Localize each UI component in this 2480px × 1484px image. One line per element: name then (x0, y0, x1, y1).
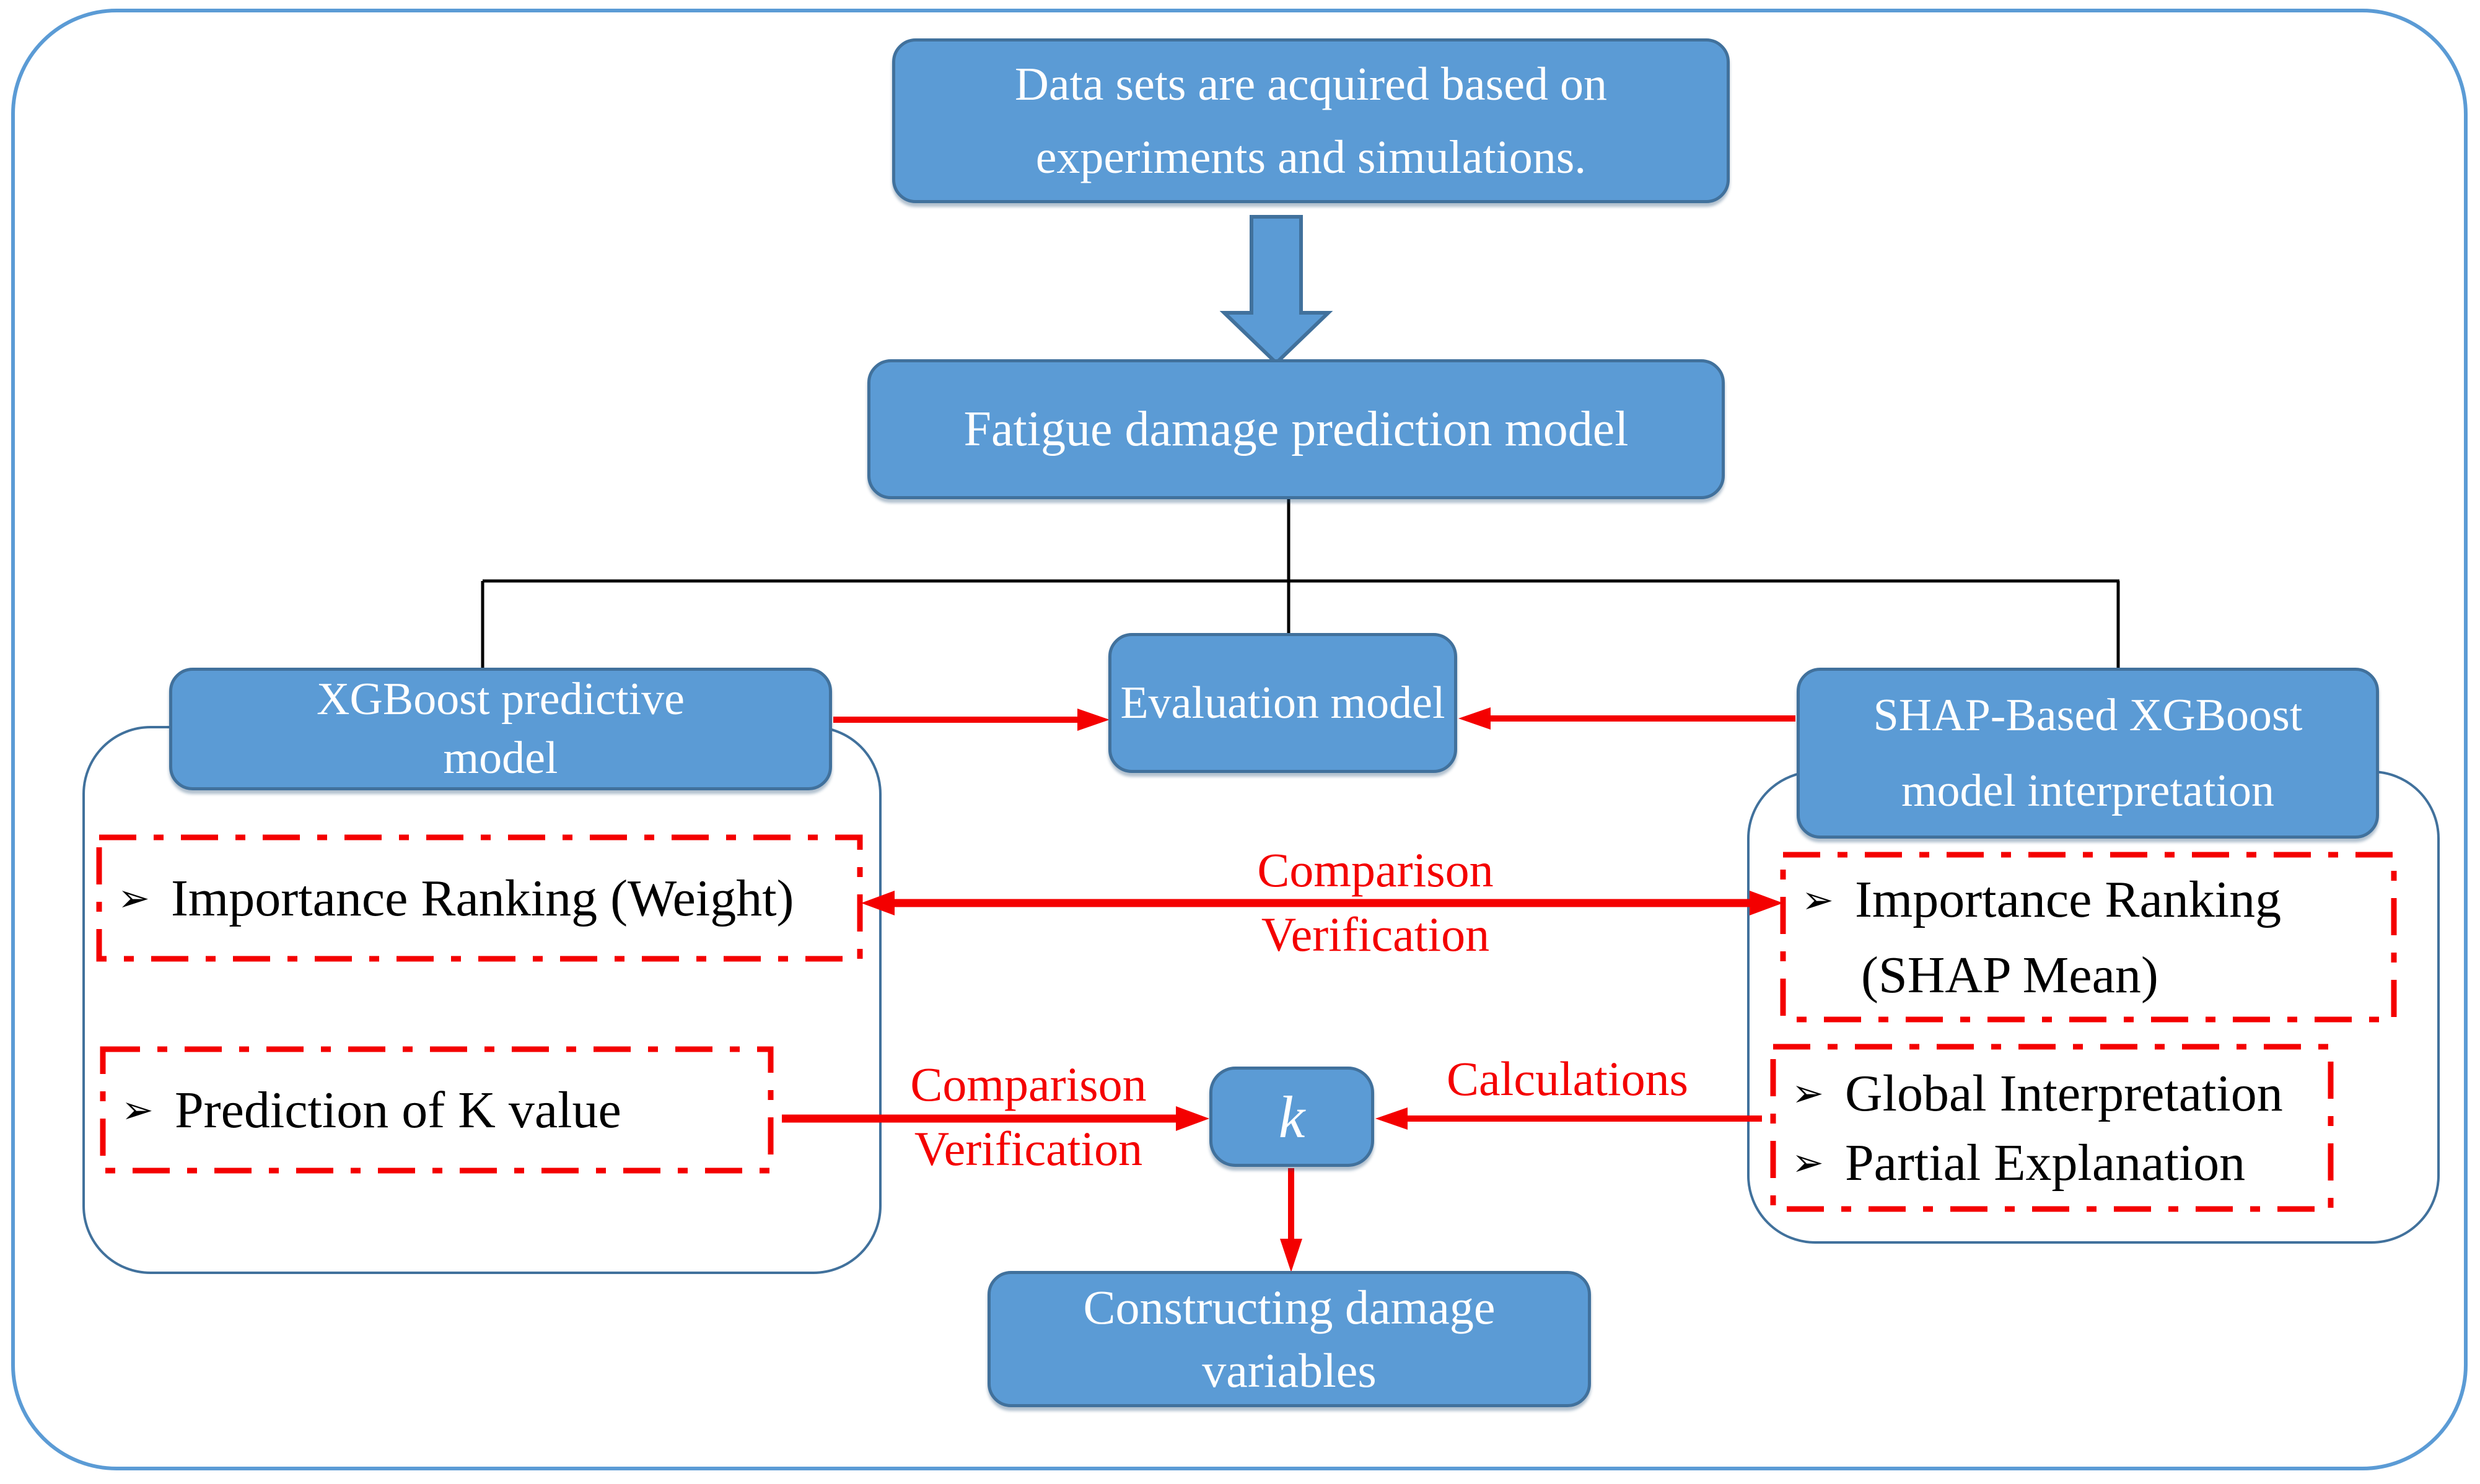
node-evaluation-model-label: Evaluation model (1120, 678, 1445, 728)
arrowhead-bullet-icon: ➢ (1802, 877, 1834, 922)
node-shap-interpretation-label: SHAP-Based XGBoost model interpretation (1873, 690, 2303, 816)
list-item-label: Prediction of K value (174, 1081, 621, 1139)
list-item-label: Importance Ranking (Weight) (170, 869, 794, 927)
node-data-acquisition: Data sets are acquired based on experime… (892, 38, 1730, 203)
edge-label-comparison-verification-bottom: Comparison Verification (805, 1052, 1251, 1181)
node-xgboost-model: XGBoost predictive model (169, 668, 832, 790)
edge-label-comparison-verification-top: Comparison Verification (1134, 838, 1617, 967)
list-importance-weight: ➢ Importance Ranking (Weight) (118, 837, 855, 959)
arrow-kprediction-to-k-head (1176, 1106, 1209, 1131)
list-global-partial: ➢ Global Interpretation ➢ Partial Explan… (1792, 1049, 2331, 1207)
outer-border-frame (11, 9, 2468, 1470)
list-item-continuation: (SHAP Mean) (1802, 938, 2390, 1013)
node-shap-interpretation: SHAP-Based XGBoost model interpretation (1797, 668, 2379, 839)
arrow-shap-to-evaluation-head (1458, 707, 1491, 730)
list-prediction-k: ➢ Prediction of K value (121, 1049, 766, 1171)
arrowhead-bullet-icon: ➢ (121, 1087, 154, 1132)
list-item: ➢ Importance Ranking (Weight) (118, 868, 855, 928)
arrowhead-bullet-icon: ➢ (118, 875, 150, 920)
edge-label-line: Verification (1261, 907, 1490, 961)
dashed-box-prediction-k (100, 1046, 774, 1174)
node-xgboost-model-label: XGBoost predictive model (317, 674, 685, 783)
node-constructing-variables: Constructing damage variables (988, 1271, 1591, 1407)
node-evaluation-model: Evaluation model (1108, 633, 1457, 773)
arrowhead-bullet-icon: ➢ (1792, 1070, 1824, 1115)
list-item: ➢ Partial Explanation (1792, 1128, 2331, 1197)
list-importance-shap: ➢ Importance Ranking (SHAP Mean) (1802, 860, 2390, 1016)
arrowhead-bullet-icon: ➢ (1792, 1140, 1824, 1185)
edge-label-line: Calculations (1447, 1052, 1688, 1106)
node-k-value: k (1209, 1067, 1374, 1167)
edge-label-calculations: Calculations (1388, 1048, 1747, 1110)
dashed-box-importance-shap (1780, 852, 2397, 1023)
list-item: ➢ Global Interpretation (1792, 1058, 2331, 1128)
node-fatigue-model: Fatigue damage prediction model (867, 359, 1725, 499)
list-item: ➢ Importance Ranking (1802, 862, 2390, 938)
node-constructing-variables-label: Constructing damage variables (1083, 1280, 1496, 1397)
arrow-comparison-top-right-head (1750, 891, 1783, 915)
arrow-xgboost-to-evaluation-head (1077, 709, 1110, 731)
arrow-k-to-constructing-head (1280, 1239, 1302, 1272)
list-item: ➢ Prediction of K value (121, 1080, 766, 1140)
list-item-label: (SHAP Mean) (1861, 946, 2158, 1004)
list-item-label: Global Interpretation (1844, 1064, 2283, 1122)
node-fatigue-model-label: Fatigue damage prediction model (963, 402, 1629, 456)
arrow-calculations-to-k-head (1375, 1107, 1408, 1130)
list-item-label: Partial Explanation (1844, 1133, 2246, 1192)
edge-label-line: Comparison (910, 1057, 1147, 1111)
node-data-acquisition-label: Data sets are acquired based on experime… (1015, 58, 1607, 183)
arrow-comparison-top-left-head (861, 891, 895, 915)
dashed-box-importance-weight (96, 834, 863, 962)
edge-label-line: Verification (914, 1122, 1143, 1176)
node-k-value-label: k (1278, 1083, 1305, 1150)
dashed-box-global-partial (1770, 1044, 2334, 1212)
block-down-arrow (1219, 215, 1333, 366)
edge-label-line: Comparison (1257, 843, 1494, 897)
list-item-label: Importance Ranking (1854, 871, 2282, 928)
